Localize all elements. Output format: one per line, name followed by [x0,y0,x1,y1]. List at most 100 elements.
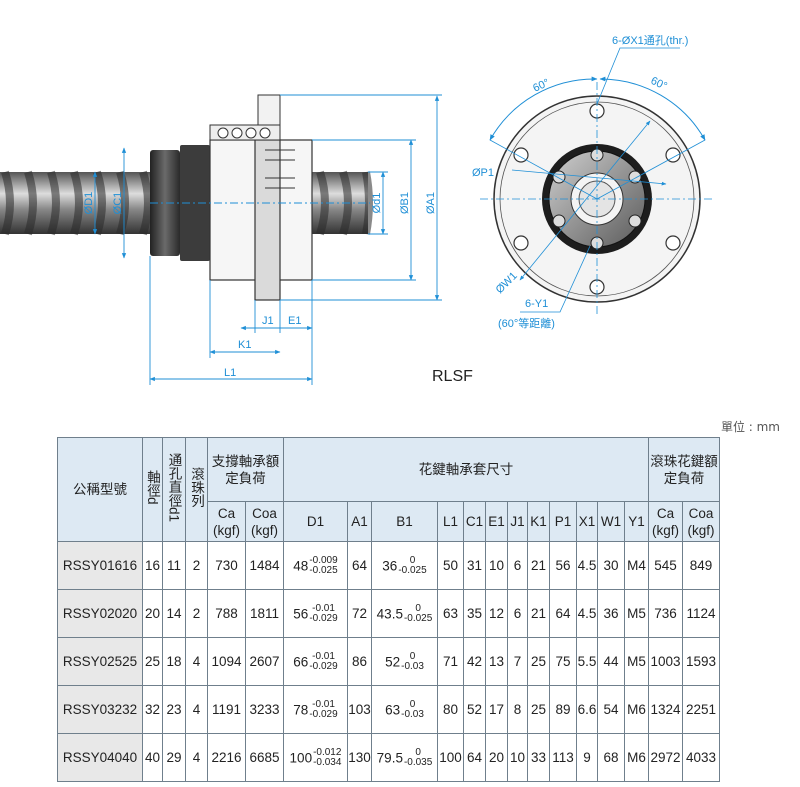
cell-K1: 25 [527,637,550,686]
cell-d: 16 [142,541,163,590]
cell-Y1: M6 [624,685,649,734]
cell-model: RSSY04040 [57,733,143,782]
cell-E1: 10 [485,541,508,590]
cell-B1-lower-tol: -0.025 [403,612,433,624]
cell-B1-tolerance: 0-0.03 [401,699,424,720]
cell-d: 32 [142,685,163,734]
cell-d1: 11 [162,541,186,590]
header-ca: Ca (kgf) [207,501,246,542]
cell-coa2: 849 [682,541,720,590]
cell-L1: 100 [437,733,464,782]
cell-X1: 4.5 [576,589,598,638]
front-view [480,47,715,316]
cell-B1-nominal: 36 [382,558,398,573]
cell-X1: 5.5 [576,637,598,686]
cell-ca: 730 [207,541,246,590]
dim-j1: J1 [262,315,274,327]
model-label: RLSF [432,368,473,385]
cell-coa2: 4033 [682,733,720,782]
cell-B1-nominal: 43.5 [376,606,403,621]
cell-J1: 6 [507,541,528,590]
cell-D1: 78-0.01-0.029 [283,685,348,734]
cell-A1: 103 [347,685,372,734]
cell-ca2: 2972 [648,733,683,782]
dim-a1: ØA1 [425,192,437,214]
dim-l1: L1 [224,367,236,379]
cell-B1-lower-tol: -0.025 [398,564,427,576]
cell-K1: 25 [527,685,550,734]
header-coa: Coa (kgf) [245,501,284,542]
cell-D1-nominal: 100 [289,750,313,765]
cell-X1: 4.5 [576,541,598,590]
cell-d: 20 [142,589,163,638]
cell-B1-lower-tol: -0.035 [403,756,433,768]
taps-label: 6-Y1 [525,298,548,310]
cell-E1: 13 [485,637,508,686]
cell-Y1: M4 [624,541,649,590]
cell-D1-lower-tol: -0.025 [309,564,338,576]
cell-ca: 788 [207,589,246,638]
cell-B1-lower-tol: -0.03 [401,660,424,672]
cell-A1: 72 [347,589,372,638]
cell-D1-upper-tol: -0.01 [312,602,335,614]
cell-D1-tolerance: -0.009-0.025 [309,555,338,576]
cell-d1: 23 [162,685,186,734]
cell-D1-lower-tol: -0.029 [309,612,338,624]
unit-label: 單位 : mm [720,420,780,434]
cell-coa: 6685 [245,733,284,782]
cell-L1: 71 [437,637,464,686]
cell-ca2: 1324 [648,685,683,734]
cell-B1-nominal: 79.5 [376,750,403,765]
spec-table: 公稱型號 軸徑d 通孔直徑d1 滾珠列 支撐軸承額定負荷 花鍵軸承套尺寸 滾珠花… [57,437,720,782]
cell-B1-nominal: 52 [385,654,401,669]
cell-ca: 2216 [207,733,246,782]
cell-ca2: 736 [648,589,683,638]
p1-label: ØP1 [472,167,494,179]
cell-n: 4 [185,733,208,782]
cell-D1-upper-tol: -0.01 [312,650,335,662]
cell-P1: 64 [549,589,577,638]
cell-A1: 86 [347,637,372,686]
cell-E1: 17 [485,685,508,734]
header-ball-rows-text: 滾珠列 [189,467,204,508]
cell-B1-nominal: 63 [385,702,401,717]
cell-ca: 1191 [207,685,246,734]
shaft-left [0,170,152,236]
cell-C1: 31 [463,541,486,590]
cell-coa: 1811 [245,589,284,638]
cell-C1: 42 [463,637,486,686]
cell-B1-upper-tol: 0 [415,602,421,614]
cell-K1: 33 [527,733,550,782]
cell-D1: 66-0.01-0.029 [283,637,348,686]
cell-D1: 100-0.012-0.034 [283,733,348,782]
angle-label-left: 60° [531,77,551,95]
header-model: 公稱型號 [57,437,143,542]
header-E1: E1 [485,501,508,542]
cell-L1: 80 [437,685,464,734]
side-dimensions [92,94,442,385]
nut-body [150,94,370,301]
cell-n: 4 [185,685,208,734]
cell-P1: 113 [549,733,577,782]
cell-D1-tolerance: -0.01-0.029 [309,650,337,672]
cell-K1: 21 [527,541,550,590]
cell-D1-tolerance: -0.01-0.029 [309,699,337,720]
cell-D1-upper-tol: -0.012 [313,746,342,758]
cell-B1-tolerance: 0-0.035 [403,747,433,768]
cell-E1: 20 [485,733,508,782]
cell-X1: 9 [576,733,598,782]
cell-Y1: M6 [624,733,649,782]
header-coa2: Coa (kgf) [682,501,720,542]
cell-B1-tolerance: 0-0.025 [403,602,433,624]
cell-D1-nominal: 66 [293,654,309,669]
cell-D1: 48-0.009-0.025 [283,541,348,590]
header-W1: W1 [597,501,625,542]
cell-K1: 21 [527,589,550,638]
